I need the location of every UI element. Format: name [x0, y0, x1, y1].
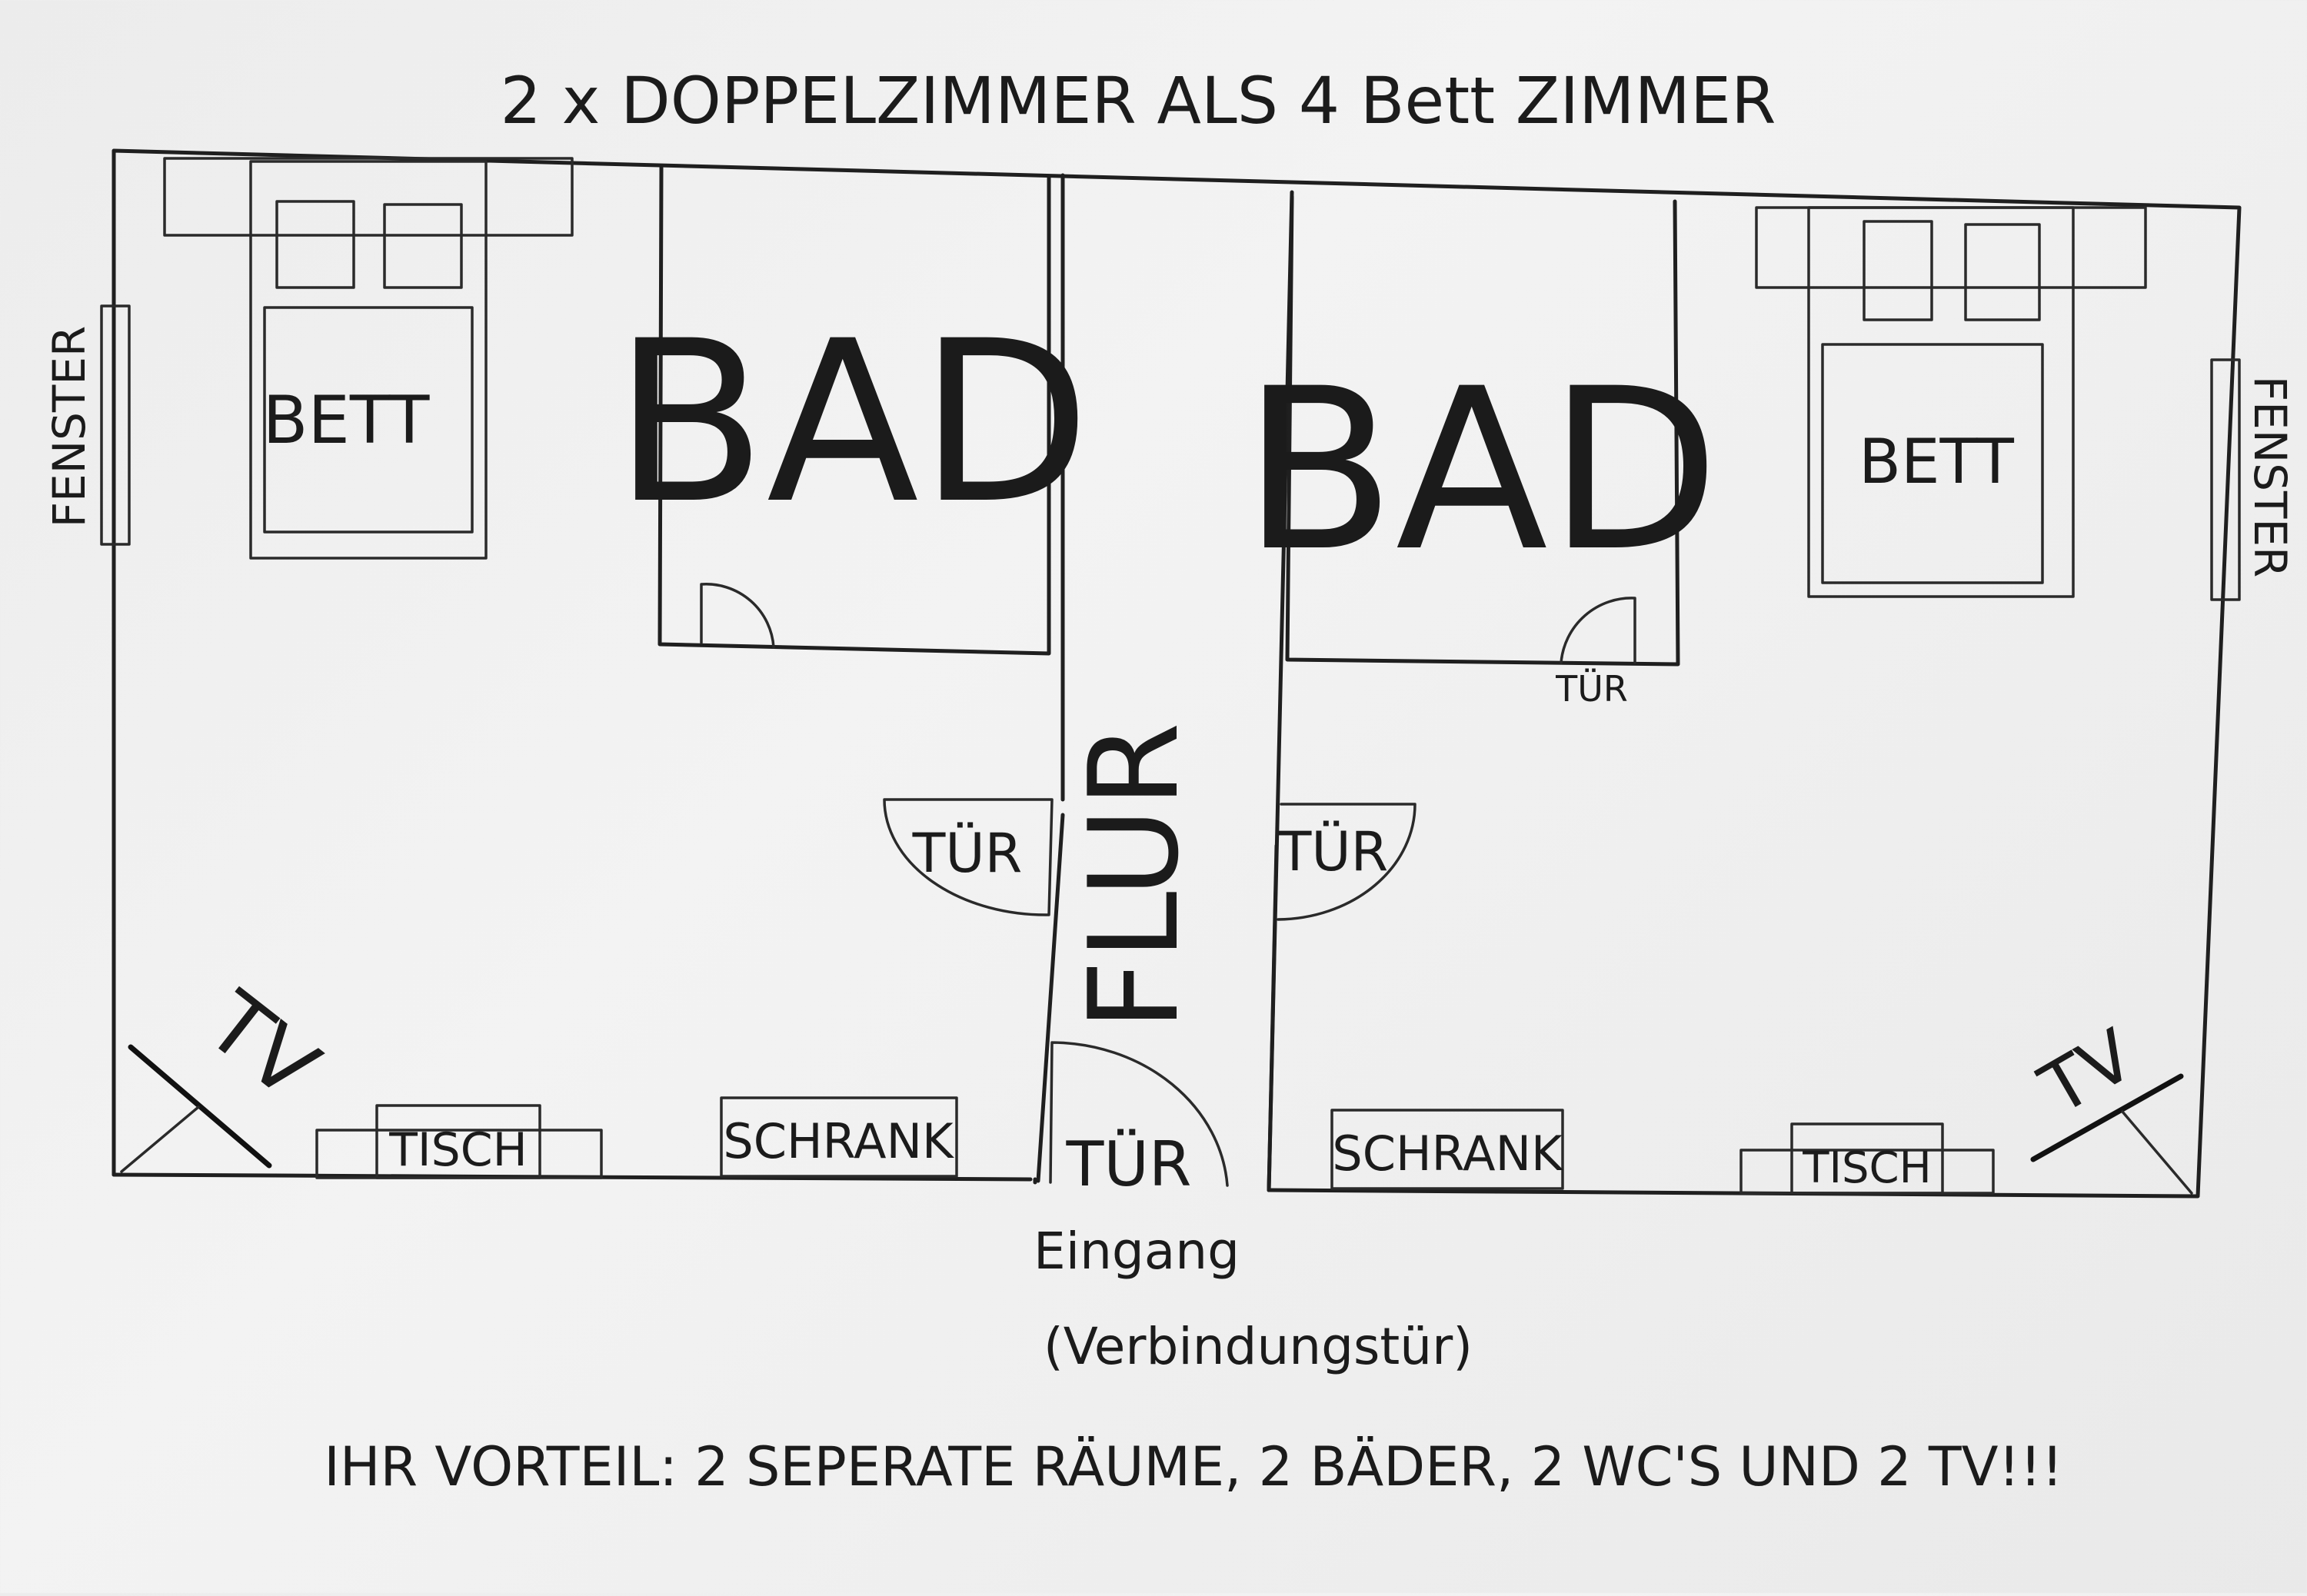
left-bath-walls: [657, 165, 1051, 656]
right-bath-label: BAD: [1243, 341, 1720, 600]
right-tv-icon: [2030, 1073, 2184, 1162]
entrance-door-label: TÜR: [1065, 1129, 1191, 1200]
left-bath-label: BAD: [614, 294, 1091, 553]
left-window-label: FENSTER: [43, 326, 95, 528]
left-bath-door-swing: [700, 583, 775, 649]
right-bath-door-swing: [1560, 597, 1636, 664]
right-bath-walls: [1285, 195, 1680, 667]
right-window-label: FENSTER: [2244, 376, 2296, 578]
left-tv-icon: [128, 1044, 272, 1169]
left-room-door-label: TÜR: [912, 822, 1023, 885]
entrance-door-swing: [1049, 1041, 1229, 1187]
entrance-label: Eingang: [1034, 1222, 1240, 1281]
plan-title: 2 x DOPPELZIMMER ALS 4 Bett ZIMMER: [501, 63, 1776, 138]
left-wardrobe-label: SCHRANK: [723, 1113, 954, 1169]
left-tv-label: TV: [188, 973, 336, 1118]
right-wardrobe: [1330, 1109, 1564, 1190]
left-table: [315, 1104, 603, 1179]
right-bath-door-label: TÜR: [1555, 668, 1628, 710]
hall-right-wall-lower: [1267, 843, 1279, 1192]
left-room-door-swing: [883, 798, 1054, 916]
entrance-sublabel: (Verbindungstür): [1044, 1317, 1473, 1376]
right-window: [2210, 358, 2241, 601]
right-tv-stand: [2121, 1110, 2193, 1195]
right-room-door-swing: [1277, 803, 1416, 921]
left-wardrobe: [720, 1096, 958, 1178]
right-bed: [1755, 206, 2147, 598]
right-table-label: TISCH: [1802, 1143, 1931, 1193]
hall-label: FLUR: [1062, 722, 1206, 1030]
right-wardrobe-label: SCHRANK: [1332, 1126, 1563, 1182]
left-table-label: TISCH: [388, 1123, 527, 1177]
left-tv-stand: [120, 1106, 200, 1173]
advantage-note: IHR VORTEIL: 2 SEPERATE RÄUME, 2 BÄDER, …: [324, 1435, 2063, 1498]
hall-left-wall: [1036, 813, 1065, 1183]
right-bed-label: BETT: [1859, 426, 2015, 497]
left-bed: [163, 157, 574, 560]
left-bed-label: BETT: [263, 382, 430, 459]
right-table: [1739, 1122, 1995, 1195]
right-tv-label: TV: [2026, 1014, 2148, 1132]
left-window: [100, 304, 131, 546]
right-room-door-label: TÜR: [1278, 820, 1389, 883]
